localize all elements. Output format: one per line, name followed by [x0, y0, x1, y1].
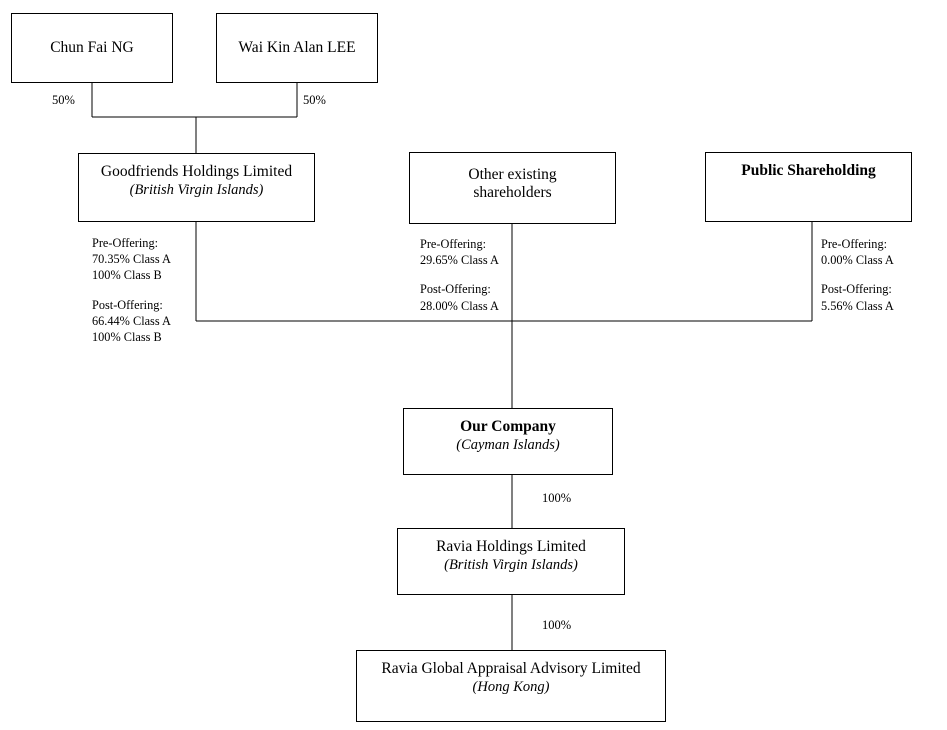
node-jurisdiction: (Hong Kong) — [472, 679, 550, 696]
node-title: Our Company — [460, 418, 556, 435]
node-our-company[interactable]: Our Company (Cayman Islands) — [403, 408, 613, 475]
node-chun-fai-ng[interactable]: Chun Fai NG — [11, 13, 173, 83]
node-title: Ravia Global Appraisal Advisory Limited — [381, 660, 641, 677]
annotation-pre-offering-block: Pre-Offering: 29.65% Class A — [420, 236, 499, 268]
annotation-post-offering-label: Post-Offering: — [420, 282, 491, 297]
annotation-other-existing-shareholders: Pre-Offering: 29.65% Class A Post-Offeri… — [420, 236, 499, 314]
node-title: Goodfriends Holdings Limited — [100, 163, 293, 180]
node-title: Chun Fai NG — [50, 38, 134, 56]
annotation-pre-offering-block: Pre-Offering: 70.35% Class A 100% Class … — [92, 235, 171, 284]
node-public-shareholding[interactable]: Public Shareholding — [705, 152, 912, 222]
annotation-post-offering-block: Post-Offering: 66.44% Class A 100% Class… — [92, 297, 171, 346]
annotation-post-offering-line-1: 66.44% Class A — [92, 313, 171, 328]
annotation-post-offering-label: Post-Offering: — [92, 297, 163, 312]
edge-label-ng-percent: 50% — [52, 93, 75, 107]
edge-label-lee-percent: 50% — [303, 93, 326, 107]
node-goodfriends-holdings[interactable]: Goodfriends Holdings Limited (British Vi… — [78, 153, 315, 222]
node-title: Ravia Holdings Limited — [436, 538, 586, 555]
annotation-post-offering-line-1: 5.56% Class A — [821, 298, 894, 313]
node-title: Wai Kin Alan LEE — [238, 38, 356, 56]
annotation-pre-offering-line-1: 29.65% Class A — [420, 253, 499, 268]
node-jurisdiction: (British Virgin Islands) — [129, 182, 264, 199]
edge-label-company-to-ravia-holdings-percent: 100% — [542, 491, 572, 505]
node-ravia-holdings[interactable]: Ravia Holdings Limited (British Virgin I… — [397, 528, 625, 595]
annotation-public-shareholding: Pre-Offering: 0.00% Class A Post-Offerin… — [821, 236, 894, 314]
node-title-line1: Other existing — [468, 166, 557, 183]
annotation-pre-offering-label: Pre-Offering: — [92, 236, 159, 250]
annotation-post-offering-line-2: 100% Class B — [92, 330, 162, 345]
annotation-goodfriends: Pre-Offering: 70.35% Class A 100% Class … — [92, 235, 171, 345]
annotation-post-offering-label: Post-Offering: — [821, 282, 892, 297]
annotation-pre-offering-block: Pre-Offering: 0.00% Class A — [821, 236, 894, 268]
annotation-pre-offering-line-1: 70.35% Class A — [92, 252, 171, 267]
node-title: Public Shareholding — [741, 162, 876, 179]
node-ravia-global-appraisal-advisory[interactable]: Ravia Global Appraisal Advisory Limited … — [356, 650, 666, 722]
annotation-post-offering-line-1: 28.00% Class A — [420, 298, 499, 313]
annotation-pre-offering-line-1: 0.00% Class A — [821, 253, 894, 268]
node-jurisdiction: (Cayman Islands) — [456, 437, 560, 454]
annotation-pre-offering-label: Pre-Offering: — [420, 237, 487, 251]
edge-label-ravia-holdings-to-ravia-global-percent: 100% — [542, 618, 572, 632]
annotation-pre-offering-line-2: 100% Class B — [92, 268, 162, 283]
node-jurisdiction: (British Virgin Islands) — [444, 557, 578, 574]
annotation-pre-offering-label: Pre-Offering: — [821, 237, 888, 251]
node-wai-kin-alan-lee[interactable]: Wai Kin Alan LEE — [216, 13, 378, 83]
node-title-line2: shareholders — [473, 184, 552, 202]
annotation-post-offering-block: Post-Offering: 5.56% Class A — [821, 281, 894, 313]
annotation-post-offering-block: Post-Offering: 28.00% Class A — [420, 281, 499, 313]
node-other-existing-shareholders[interactable]: Other existing shareholders — [409, 152, 616, 224]
